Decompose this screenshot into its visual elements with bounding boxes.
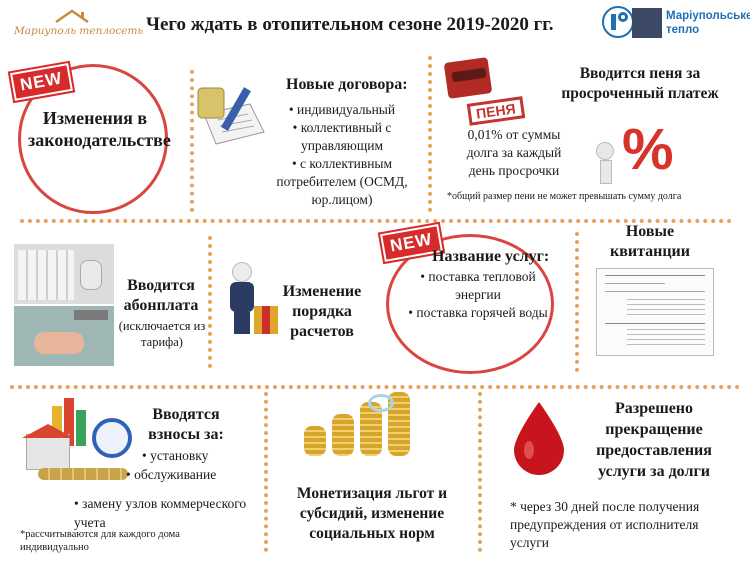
penalty-stamp-text: ПЕНЯ (466, 96, 525, 126)
termination-title: Разрешено прекращение предоставления усл… (596, 400, 712, 480)
coins-money-icon (298, 392, 428, 462)
contracts-list: индивидуальный коллективный с управляющи… (262, 101, 422, 209)
services-item: поставка горячей воды (396, 304, 560, 322)
page-title: Чего ждать в отопительном сезоне 2019-20… (146, 14, 554, 35)
logo-right-text-1: Маріупольське (666, 10, 750, 22)
contributions-item: замену узлов коммерческого учета (74, 494, 260, 532)
radiator-photo (14, 244, 114, 366)
calculation-text: Изменение порядка расчетов (282, 283, 362, 340)
termination-note: * через 30 дней после получения предупре… (510, 499, 700, 550)
house-icon (55, 9, 89, 24)
contributions-note: *рассчитываются для каждого дома индивид… (20, 529, 180, 553)
penalty-stamp-icon: ПЕНЯ (440, 57, 536, 134)
logo-right: Маріупольське тепло (602, 4, 750, 42)
contracts-item: с коллективным потребителем (ОСМД, юр.ли… (262, 155, 422, 209)
logo-left-text: Мариуполь теплосеть (14, 25, 144, 37)
logo-right-circle (602, 6, 634, 38)
logo-right-square (632, 8, 662, 38)
divider-v1 (190, 70, 194, 212)
contributions-title: Вводятся взносы за: (148, 406, 224, 443)
contributions-item: установку (74, 446, 260, 465)
contributions-item: обслуживание (74, 465, 260, 484)
penalty-text: 0,01% от суммы долга за каждый день прос… (466, 127, 562, 178)
contracts-title: Новые договора: (286, 76, 408, 93)
divider-v6 (478, 392, 482, 552)
subscription-title: Вводится абонплата (123, 277, 199, 314)
penalty-note: *общий размер пени не может превышать су… (447, 191, 682, 202)
services-list: поставка тепловой энергии поставка горяч… (396, 268, 560, 322)
divider-row1 (20, 219, 732, 223)
contributions-list: установку обслуживание замену узлов комм… (74, 446, 260, 532)
services-item: поставка тепловой энергии (396, 268, 560, 304)
percent-icon: % (592, 117, 702, 188)
subscription-note: (исключается из тарифа) (118, 319, 206, 349)
person-with-binders-icon (228, 262, 278, 338)
divider-v3 (208, 236, 212, 368)
services-title: Название услуг: (432, 248, 550, 265)
divider-v2 (428, 56, 432, 212)
legislation-circle (18, 64, 168, 214)
divider-row2 (10, 385, 740, 389)
contracts-item: индивидуальный (262, 101, 422, 119)
receipts-title: Новые квитанции (609, 223, 690, 260)
logo-left: Мариуполь теплосеть (14, 8, 143, 40)
contracts-item: коллективный с управляющим (262, 119, 422, 155)
logo-right-text-2: тепло (666, 24, 700, 36)
blood-drop-icon (510, 400, 568, 476)
divider-v4 (575, 232, 579, 372)
benefits-text: Монетизация льгот и субсидий, изменение … (296, 485, 448, 542)
penalty-title: Вводится пеня за просроченный платеж (561, 65, 719, 102)
pen-document-icon (196, 80, 272, 152)
receipt-document-icon (596, 268, 714, 356)
divider-v5 (264, 392, 268, 552)
legislation-text: Изменения в законодательстве (28, 108, 171, 150)
